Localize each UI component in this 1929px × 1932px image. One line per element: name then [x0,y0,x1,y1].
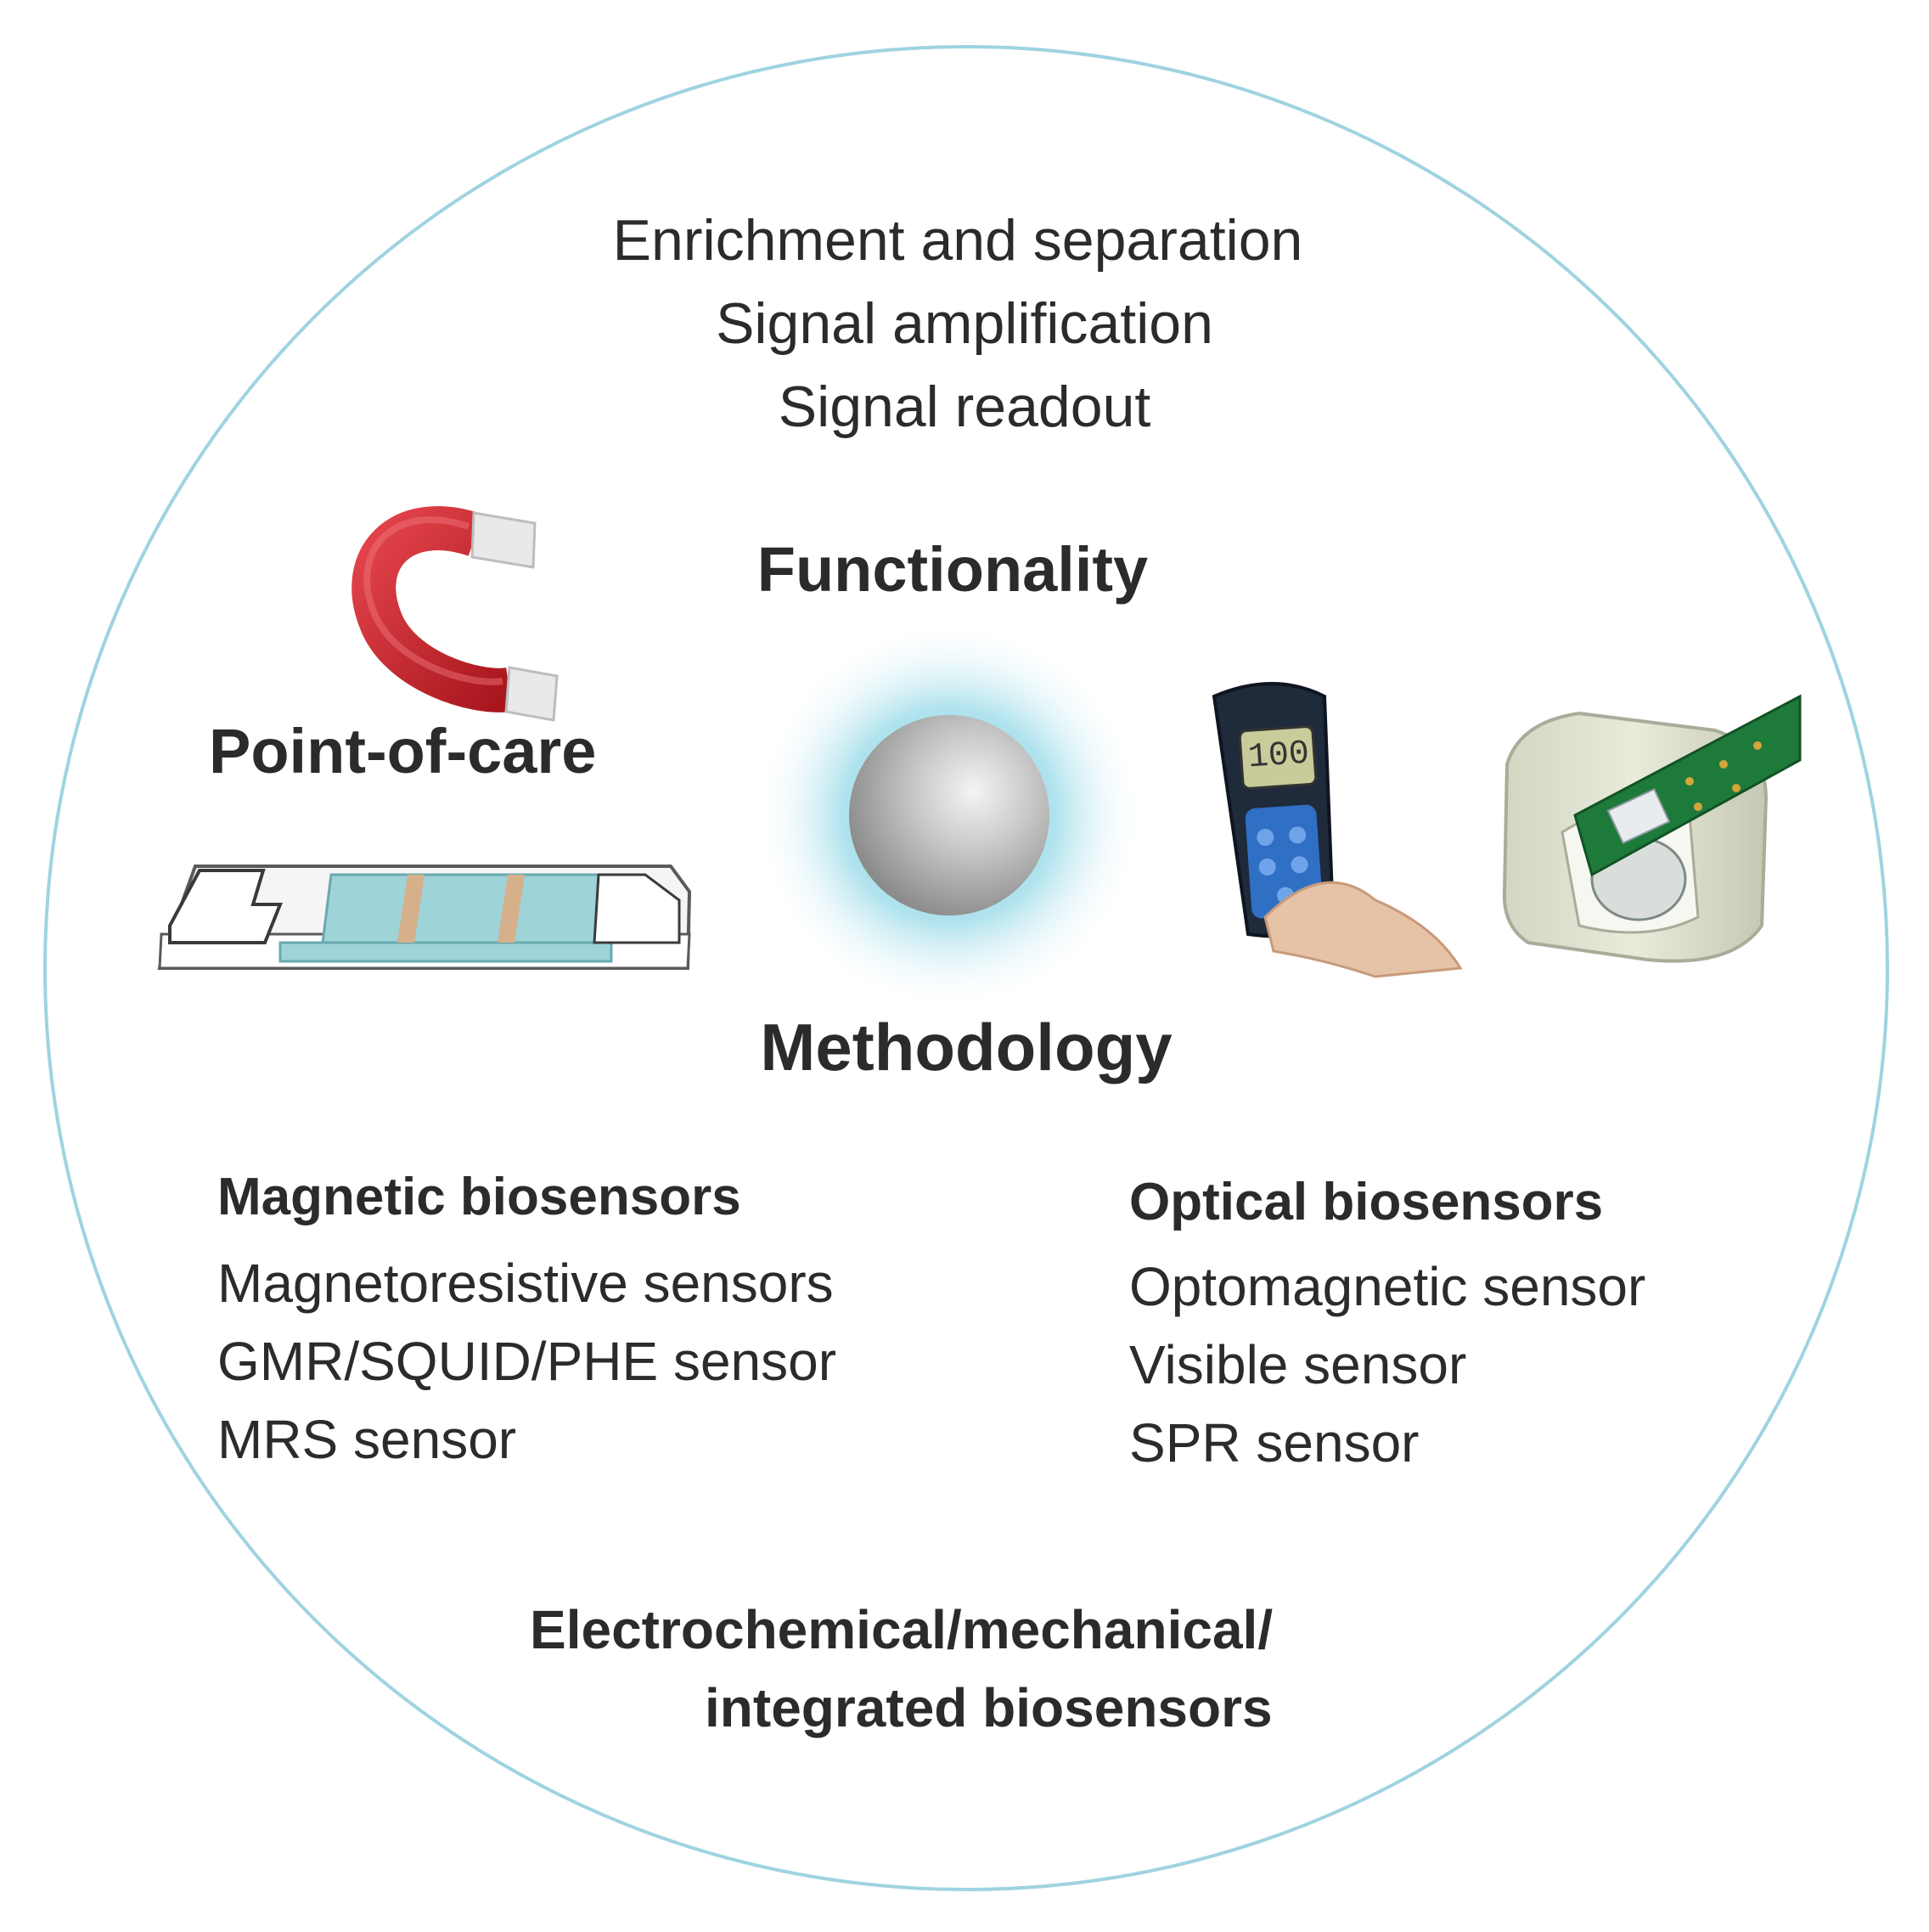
functionality-item: Signal readout [778,375,1151,439]
magnetic-sensor-item: GMR/SQUID/PHE sensor [217,1331,837,1392]
nanoparticle-icon [754,620,1144,1011]
meter-display-readout: 100 [1246,735,1311,778]
magnetic-biosensors-title: Magnetic biosensors [217,1168,741,1226]
magnet-icon [351,506,559,722]
point-of-care-title: Point-of-care [209,716,597,786]
optical-biosensors-title: Optical biosensors [1129,1173,1604,1231]
functionality-title: Functionality [756,534,1149,605]
other-biosensors-line1: Electrochemical/mechanical/ [530,1599,1274,1660]
optical-sensor-item: Optomagnetic sensor [1129,1256,1646,1317]
test-strip-icon [157,865,692,970]
handheld-meter-icon [1212,682,1463,978]
magnetic-sensor-item: Magnetoresistive sensors [217,1253,834,1314]
sensor-chip-icon [1502,694,1802,963]
functionality-item: Signal amplification [716,291,1213,356]
magnetic-sensor-item: MRS sensor [217,1409,517,1470]
optical-sensor-item: Visible sensor [1129,1334,1467,1395]
optical-sensor-item: SPR sensor [1129,1412,1420,1473]
functionality-item: Enrichment and separation [612,208,1303,273]
methodology-title: Methodology [760,1010,1173,1084]
other-biosensors-line2: integrated biosensors [705,1677,1273,1738]
